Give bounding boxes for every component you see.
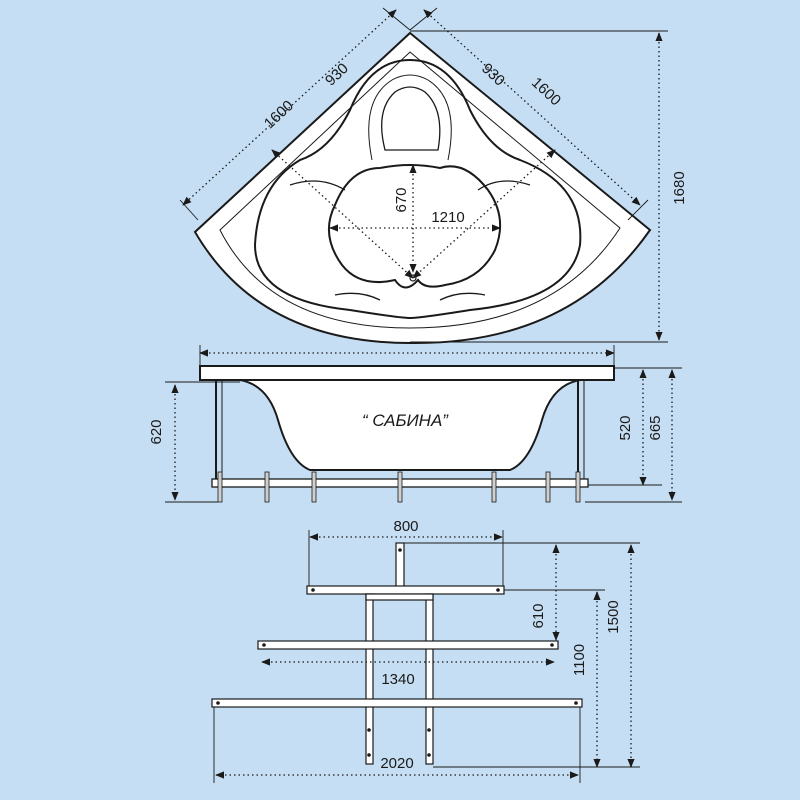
label-520: 520 (617, 415, 634, 440)
hole (398, 548, 402, 552)
hole (427, 753, 431, 757)
dim-line-outer-left (182, 9, 397, 206)
label-665: 665 (647, 415, 664, 440)
dim-ext-right-end (627, 199, 649, 221)
hole (311, 588, 315, 592)
label-1500: 1500 (605, 600, 622, 633)
dim-ext-right (409, 7, 438, 31)
frame-bridge (365, 593, 434, 601)
label-610: 610 (530, 603, 547, 628)
adjustable-feet (217, 471, 581, 503)
seat-curve-bottom-left (334, 292, 381, 301)
frame-view: 800 1340 2020 610 1100 1500 (211, 518, 640, 783)
label-1600-right: 1600 (528, 74, 564, 109)
tub-rim (199, 365, 615, 381)
label-2020: 2020 (380, 755, 413, 772)
seat-curve-bottom-right (439, 292, 486, 301)
plan-view: 1600 930 930 1600 1680 670 1210 (179, 7, 688, 345)
front-view: “ САБИНА” 620 520 665 (148, 345, 682, 503)
frame-holes (216, 548, 578, 757)
label-1680: 1680 (671, 171, 688, 204)
frame-post-a (365, 593, 374, 765)
dim-ext-left-end (179, 199, 199, 221)
label-670: 670 (393, 187, 410, 212)
foot (264, 471, 270, 503)
frame-bar-800 (306, 585, 505, 595)
label-1600-left: 1600 (261, 97, 297, 132)
foot (217, 471, 223, 503)
foot (311, 471, 317, 503)
hole (262, 643, 266, 647)
label-930-left: 930 (322, 60, 352, 90)
tub-body-front (239, 379, 581, 471)
model-title: “ САБИНА” (362, 411, 449, 430)
label-1340: 1340 (381, 671, 414, 688)
frame-bar-1340 (257, 640, 559, 650)
hole (496, 588, 500, 592)
frame-bar-2020 (211, 698, 583, 708)
label-620: 620 (148, 419, 165, 444)
foot (397, 471, 403, 503)
label-800: 800 (393, 518, 418, 535)
tub-inner-rim (219, 51, 621, 329)
frame-post-b (425, 593, 434, 765)
foot (545, 471, 551, 503)
hole (574, 701, 578, 705)
foot (575, 471, 581, 503)
label-930-right: 930 (478, 60, 508, 90)
hole (427, 728, 431, 732)
tub-outline-plan (193, 31, 652, 345)
hole (550, 643, 554, 647)
label-1100: 1100 (571, 644, 588, 676)
foot (491, 471, 497, 503)
dim-ext-left (382, 7, 411, 31)
hole (216, 701, 220, 705)
hole (367, 728, 371, 732)
label-1210: 1210 (431, 209, 464, 226)
hole (367, 753, 371, 757)
dim-line-outer-right (423, 9, 641, 206)
